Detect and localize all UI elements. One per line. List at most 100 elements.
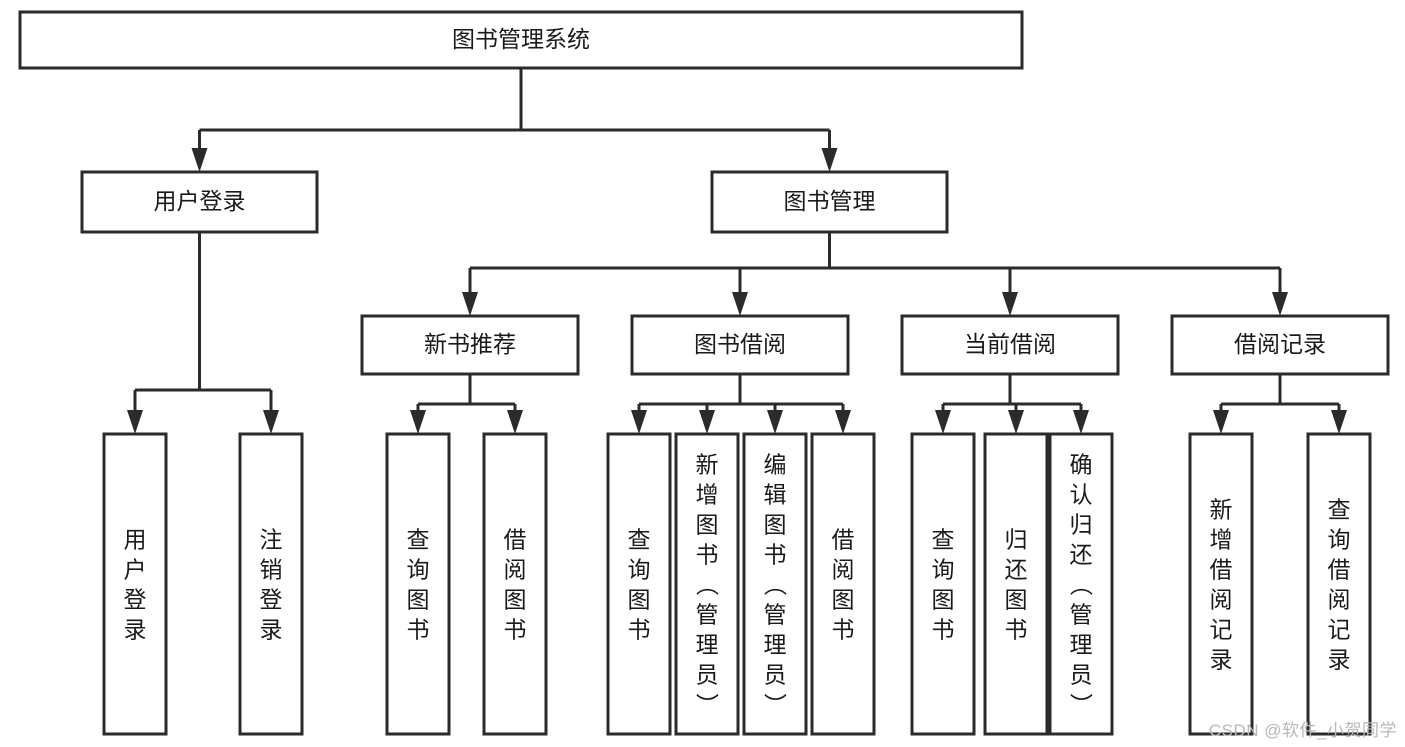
node-label-char: 管 xyxy=(764,601,787,627)
node-label-char: 查 xyxy=(628,526,651,552)
node-label-char: 查 xyxy=(1328,496,1351,522)
node-label-char: 图 xyxy=(504,586,527,612)
connector-arrowhead xyxy=(1331,410,1347,434)
connector-arrowhead xyxy=(732,292,748,316)
node-label-char: 新 xyxy=(1210,496,1233,522)
node-box xyxy=(18,10,1024,70)
connector-arrowhead xyxy=(1073,410,1089,434)
node-label-char: 理 xyxy=(1070,631,1093,657)
node-label-char: 阅 xyxy=(1328,586,1351,612)
node-box xyxy=(674,432,740,736)
node-label-char: 阅 xyxy=(504,556,527,582)
node-label-char: 询 xyxy=(628,556,651,582)
node-label-char: 询 xyxy=(407,556,430,582)
node-label: 当前借阅 xyxy=(964,331,1056,357)
node-label-char: （ xyxy=(762,573,788,596)
node-label-char: 用 xyxy=(124,526,147,552)
node-box xyxy=(606,432,672,736)
node-label-char: 询 xyxy=(1328,526,1351,552)
node-box xyxy=(1048,432,1114,736)
node-current-borrow[interactable]: 当前借阅 xyxy=(900,314,1120,376)
node-label-char: 户 xyxy=(124,556,147,582)
node-box xyxy=(385,432,451,736)
node-label: 图书借阅 xyxy=(694,331,786,357)
node-box xyxy=(910,432,976,736)
node-user-login[interactable]: 用户登录 xyxy=(80,170,319,234)
node-label-char: 员 xyxy=(696,661,719,687)
node-label-char: ） xyxy=(694,693,720,716)
node-label-char: 询 xyxy=(932,556,955,582)
node-label-char: 图 xyxy=(832,586,855,612)
node-label-char: 书 xyxy=(932,616,955,642)
node-label-char: 登 xyxy=(260,586,283,612)
node-label-char: 书 xyxy=(696,541,719,567)
node-box xyxy=(238,432,304,736)
node-label-char: 认 xyxy=(1070,481,1093,507)
connector-arrowhead xyxy=(935,410,951,434)
node-label-char: 归 xyxy=(1070,511,1093,537)
node-label-char: 图 xyxy=(764,511,787,537)
connector-arrowhead xyxy=(462,292,478,316)
node-box xyxy=(900,314,1120,376)
node-label-char: 借 xyxy=(1328,556,1351,582)
node-label-char: 书 xyxy=(764,541,787,567)
node-label-char: 书 xyxy=(504,616,527,642)
connector-arrowhead xyxy=(1002,292,1018,316)
node-label-char: 阅 xyxy=(832,556,855,582)
node-label-char: 增 xyxy=(1210,526,1233,552)
connector-arrowhead xyxy=(191,148,208,172)
node-label-char: ） xyxy=(762,693,788,716)
node-new-book-recommend[interactable]: 新书推荐 xyxy=(360,314,580,376)
node-root[interactable]: 图书管理系统 xyxy=(18,10,1024,70)
node-label-char: ） xyxy=(1068,693,1094,716)
node-label: 用户登录 xyxy=(154,188,246,214)
node-box xyxy=(1170,314,1390,376)
node-label-char: 图 xyxy=(1005,586,1028,612)
node-book-manage[interactable]: 图书管理 xyxy=(710,170,949,234)
node-label-char: 借 xyxy=(832,526,855,552)
node-leaf-user-login[interactable]: 用户登录 xyxy=(102,432,168,736)
connector-arrowhead xyxy=(821,148,838,172)
node-label-char: 阅 xyxy=(1210,586,1233,612)
node-label-char: 查 xyxy=(407,526,430,552)
connector-arrowhead xyxy=(127,410,143,434)
node-label: 新书推荐 xyxy=(424,331,516,357)
node-label-char: 借 xyxy=(1210,556,1233,582)
connector-arrowhead xyxy=(1272,292,1288,316)
node-label-char: 管 xyxy=(696,601,719,627)
node-borrow-record[interactable]: 借阅记录 xyxy=(1170,314,1390,376)
node-box xyxy=(630,314,850,376)
node-label-char: 理 xyxy=(764,631,787,657)
connector-arrowhead xyxy=(631,410,647,434)
node-label-char: 借 xyxy=(504,526,527,552)
node-box xyxy=(1306,432,1372,736)
node-box xyxy=(102,432,168,736)
node-label-char: 记 xyxy=(1210,616,1233,642)
node-label-char: 登 xyxy=(124,586,147,612)
node-label-char: 还 xyxy=(1070,541,1093,567)
node-box xyxy=(983,432,1049,736)
node-label-char: 确 xyxy=(1070,451,1093,477)
node-label-char: 图 xyxy=(696,511,719,537)
node-label-char: 书 xyxy=(832,616,855,642)
node-box xyxy=(810,432,876,736)
node-label-char: 还 xyxy=(1005,556,1028,582)
node-book-borrow[interactable]: 图书借阅 xyxy=(630,314,850,376)
node-label-char: 图 xyxy=(407,586,430,612)
connector-arrowhead xyxy=(410,410,426,434)
node-box xyxy=(1188,432,1254,736)
node-box xyxy=(360,314,580,376)
